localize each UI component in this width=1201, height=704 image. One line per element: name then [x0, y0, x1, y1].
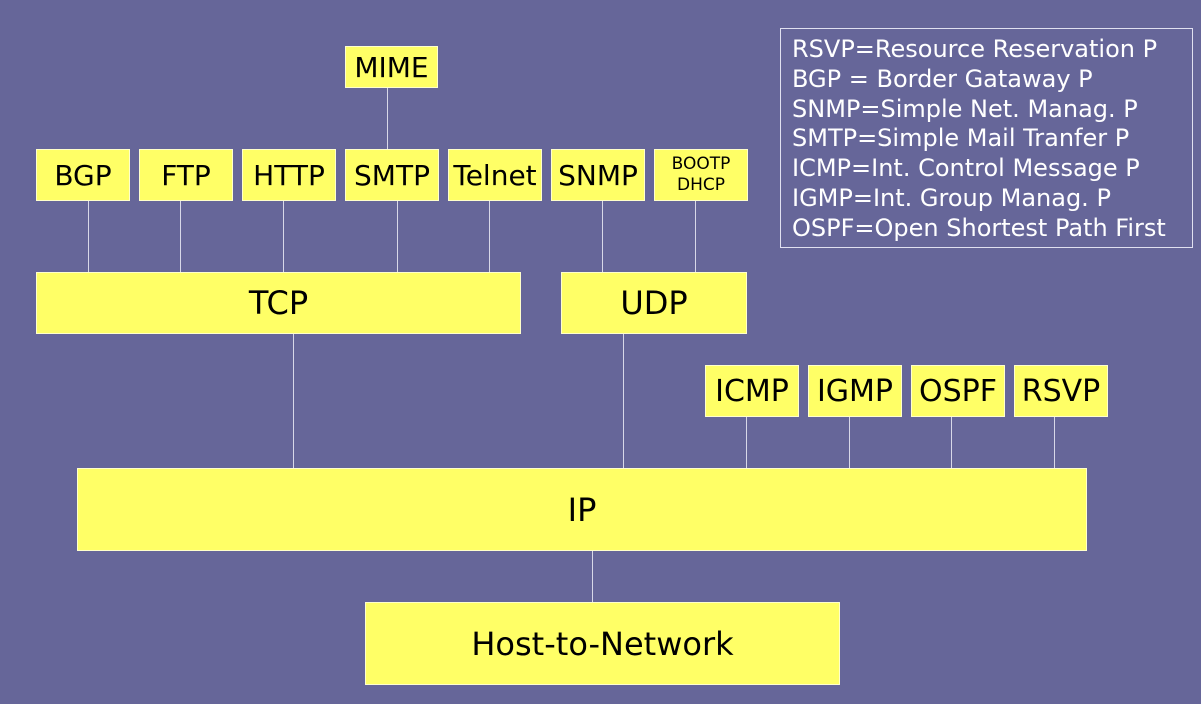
http-box: HTTP	[242, 149, 336, 201]
legend-entry-icmp: ICMP=Int. Control Message P	[792, 154, 1140, 183]
smtp-box: SMTP	[345, 149, 439, 201]
host-to-network-box: Host-to-Network	[365, 602, 840, 685]
legend-entry-igmp: IGMP=Int. Group Manag. P	[792, 183, 1111, 212]
igmp-box: IGMP	[808, 365, 902, 417]
igmp-ip-connector	[849, 417, 850, 468]
telnet-tcp-connector	[489, 201, 490, 272]
legend-entry-rsvp: RSVP=Resource Reservation P	[792, 35, 1158, 63]
snmp-udp-connector	[602, 201, 603, 272]
telnet-box: Telnet	[448, 149, 542, 201]
icmp-ip-connector	[746, 417, 747, 468]
legend-entry-ospf: OSPF=Open Shortest Path First	[792, 213, 1166, 242]
ospf-ip-connector	[951, 417, 952, 468]
icmp-box: ICMP	[705, 365, 799, 417]
rsvp-box: RSVP	[1014, 365, 1108, 417]
ip-box: IP	[77, 468, 1087, 551]
ftp-box: FTP	[139, 149, 233, 201]
http-tcp-connector	[283, 201, 284, 272]
dhcp-udp-connector	[695, 201, 696, 272]
bgp-box: BGP	[36, 149, 130, 201]
smtp-tcp-connector	[397, 201, 398, 272]
acronym-legend: RSVP=Resource Reservation P BGP = Border…	[780, 28, 1193, 248]
dhcp-label: DHCP	[677, 175, 725, 195]
ftp-tcp-connector	[180, 201, 181, 272]
udp-box: UDP	[561, 272, 747, 334]
bgp-tcp-connector	[88, 201, 89, 272]
tcp-ip-connector	[293, 334, 294, 468]
mime-box: MIME	[345, 46, 438, 88]
legend-entry-bgp: BGP = Border Gataway P	[792, 64, 1093, 93]
tcp-box: TCP	[36, 272, 521, 334]
rsvp-ip-connector	[1054, 417, 1055, 468]
mime-smtp-connector	[387, 88, 388, 149]
legend-entry-snmp: SNMP=Simple Net. Manag. P	[792, 94, 1138, 123]
bootp-dhcp-box: BOOTP DHCP	[654, 149, 748, 201]
udp-ip-connector	[623, 334, 624, 468]
ospf-box: OSPF	[911, 365, 1005, 417]
snmp-box: SNMP	[551, 149, 645, 201]
legend-entry-smtp: SMTP=Simple Mail Tranfer P	[792, 124, 1130, 153]
bootp-label: BOOTP	[671, 154, 731, 174]
ip-host-connector	[592, 551, 593, 602]
